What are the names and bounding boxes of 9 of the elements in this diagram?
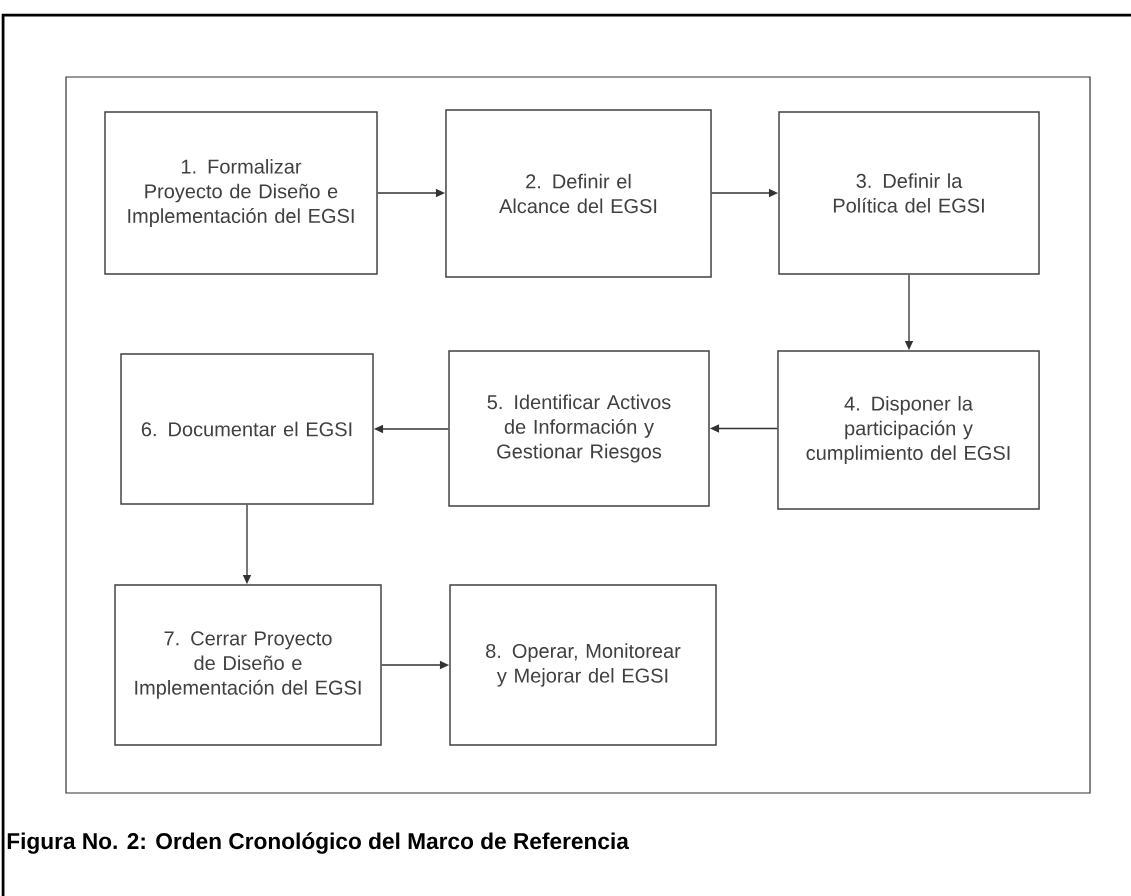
process-box: 8. Operar, Monitorear y Mejorar del EGSI <box>449 584 717 746</box>
process-box: 7. Cerrar Proyecto de Diseño e Implementación del EGSI <box>114 584 382 746</box>
caption: Figura No. 2: Orden Cronológico del Marco de Referencia <box>7 832 629 854</box>
process-box: 1. Formalizar Proyecto de Diseño e Implementación del EGSI <box>104 111 378 275</box>
process-box: 3. Definir la Política del EGSI <box>778 111 1040 275</box>
process-box: 4. Disponer la participación y cumplimiento del EGSI <box>777 350 1040 510</box>
process-box: 6. Documentar el EGSI <box>120 353 374 505</box>
process-box: 2. Definir el Alcance del EGSI <box>445 109 712 278</box>
process-box: 5. Identificar Activos de Información y Gestionar Riesgos <box>448 350 710 507</box>
